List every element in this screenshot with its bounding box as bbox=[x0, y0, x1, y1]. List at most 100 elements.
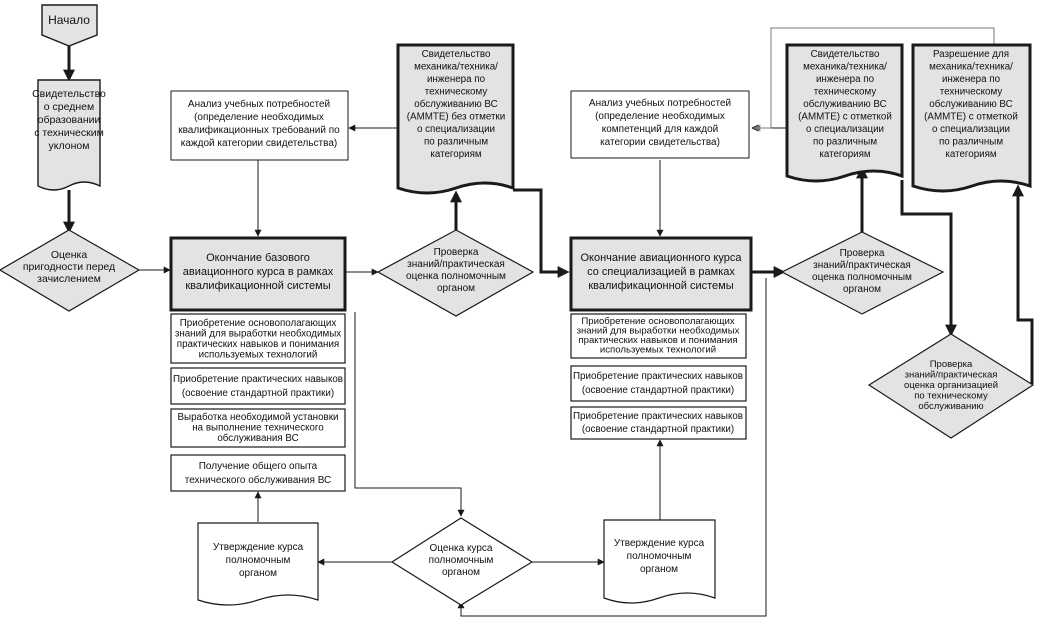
arrow-course-to-eval bbox=[354, 312, 465, 517]
analysis-1-line-3: квалификационных требований по bbox=[178, 124, 340, 136]
permit-line-9: категориям bbox=[945, 149, 997, 160]
eligibility-line-3: зачислением bbox=[37, 273, 101, 285]
check-org-line-3: оценка организацией bbox=[904, 380, 998, 391]
analysis-2-text: Анализ учебных потребностей(определение … bbox=[589, 97, 731, 148]
permit-line-4: техническому bbox=[940, 87, 1003, 98]
analysis-2-line-2: (определение необходимых bbox=[595, 110, 725, 122]
permit-line-6: (AMMTE) с отметкой bbox=[924, 112, 1018, 123]
cert-with-mark-line-4: техническому bbox=[814, 87, 877, 98]
analysis-2-line-3: компетенций для каждой bbox=[602, 124, 719, 135]
check-1-line-1: Проверка bbox=[434, 247, 479, 258]
basic-course-end-line-1: Окончание базового bbox=[206, 252, 310, 264]
right-box-2: Приобретение практических навыков (освоен… bbox=[570, 365, 747, 402]
course-eval-line-2: полномочным bbox=[429, 555, 494, 566]
cert-with-mark-line-2: механика/техника/ bbox=[803, 62, 887, 73]
left-box-2: Приобретение практических навыков(освоен… bbox=[170, 367, 346, 405]
course-eval-line-1: Оценка курса bbox=[430, 543, 493, 554]
left-box-4-text: Получение общего опыта технического обслу… bbox=[185, 460, 332, 486]
check-2-line-1: Проверка bbox=[840, 248, 885, 259]
approval-right-line-1: Утверждение курса bbox=[614, 538, 705, 549]
start-label: Начало bbox=[48, 13, 90, 27]
analysis-2-box: Анализ учебных потребностей(определение … bbox=[570, 90, 750, 159]
approval-left-line-2: полномочным bbox=[226, 555, 291, 566]
right-box-1-line-3: практических навыков и понимания bbox=[578, 335, 737, 346]
left-box-2-text: Приобретение практических навыков(освоен… bbox=[173, 374, 343, 399]
approval-left-line-3: органом bbox=[239, 568, 277, 579]
right-box-2-line-2: (освоение стандартной практики) bbox=[582, 385, 734, 396]
cert-no-mark-line-7: о специализации bbox=[417, 124, 495, 135]
right-box-2-line-1: Приобретение практических навыков bbox=[573, 371, 743, 382]
secondary-edu-line-4: с техническим bbox=[34, 127, 104, 139]
left-box-4-line-1: Получение общего опыта bbox=[199, 460, 318, 472]
eligibility-line-2: пригодности перед bbox=[23, 261, 115, 273]
permit-line-2: механика/техника/ bbox=[929, 62, 1013, 73]
left-box-4: Получение общего опыта технического обслу… bbox=[170, 454, 346, 492]
arrow-cert2-to-checkorg bbox=[900, 180, 957, 337]
secondary-edu-line-1: Свидетельство bbox=[32, 88, 106, 100]
cert-no-mark-line-8: по различным bbox=[424, 137, 488, 148]
approval-left-line-1: Утверждение курса bbox=[213, 542, 304, 553]
course-eval-line-3: органом bbox=[442, 567, 480, 578]
secondary-edu-line-2: о среднем bbox=[44, 101, 94, 113]
right-box-2-text: Приобретение практических навыков (освоен… bbox=[573, 371, 743, 396]
approval-left-text: Утверждение курса полномочным органом bbox=[213, 542, 304, 579]
left-box-4-line-2: технического обслуживания ВС bbox=[185, 474, 332, 486]
spec-course-end-line-3: квалификационной системы bbox=[588, 280, 733, 292]
check-1-line-4: органом bbox=[437, 283, 475, 294]
analysis-2-line-1: Анализ учебных потребностей bbox=[589, 97, 731, 109]
left-box-1-line-3: практических навыков и понимания bbox=[177, 339, 339, 350]
left-box-1-line-4: используемых технологий bbox=[199, 350, 318, 361]
approval-left-doc: Утверждение курса полномочным органом bbox=[197, 522, 319, 606]
connectors bbox=[63, 27, 1034, 617]
cert-no-mark-line-4: техническому bbox=[425, 87, 488, 98]
secondary-edu-line-3: образовании bbox=[38, 114, 101, 126]
right-box-1-line-2: знаний для выработки необходимых bbox=[577, 326, 740, 337]
left-box-1-line-2: знаний для выработки необходимых bbox=[175, 329, 341, 340]
check-org-line-5: обслуживанию bbox=[918, 401, 983, 412]
eligibility-line-1: Оценка bbox=[51, 249, 88, 261]
left-box-2-line-2: (освоение стандартной практики) bbox=[182, 388, 334, 399]
cert-with-mark-line-5: обслуживанию ВС bbox=[803, 99, 886, 110]
right-box-3-line-2: (освоение стандартной практики) bbox=[582, 424, 734, 435]
approval-right-line-2: полномочным bbox=[627, 551, 692, 562]
left-box-3-line-1: Выработка необходимой установки bbox=[178, 412, 339, 423]
analysis-1-line-2: (определение необходимых bbox=[194, 111, 324, 123]
basic-course-end-line-3: квалификационной системы bbox=[185, 280, 330, 292]
cert-with-mark-line-8: по различным bbox=[813, 137, 877, 148]
arrow-checkorg-to-permit bbox=[1012, 184, 1034, 384]
left-box-1-line-1: Приобретение основополагающих bbox=[180, 318, 337, 329]
cert-with-mark-line-6: (AMMTE) с отметкой bbox=[798, 112, 892, 123]
right-box-3-line-1: Приобретение практических навыков bbox=[573, 411, 743, 422]
cert-with-mark-line-1: Свидетельство bbox=[811, 49, 880, 60]
right-box-3: Приобретение практических навыков (освоен… bbox=[570, 406, 747, 440]
check-org-line-2: знаний/практическая bbox=[905, 370, 998, 381]
analysis-2-line-4: категории свидетельства) bbox=[600, 137, 720, 148]
cert-with-mark-line-7: о специализации bbox=[806, 124, 884, 135]
arrow-permit-feedback bbox=[753, 27, 995, 132]
analysis-1-text: Анализ учебных потребностей(определение … bbox=[178, 98, 340, 149]
start-node: Начало bbox=[41, 4, 98, 47]
cert-no-mark-line-9: категориям bbox=[430, 149, 482, 160]
right-box-3-text: Приобретение практических навыков (освоен… bbox=[573, 411, 743, 435]
arrow-spec-to-eval bbox=[457, 278, 767, 617]
